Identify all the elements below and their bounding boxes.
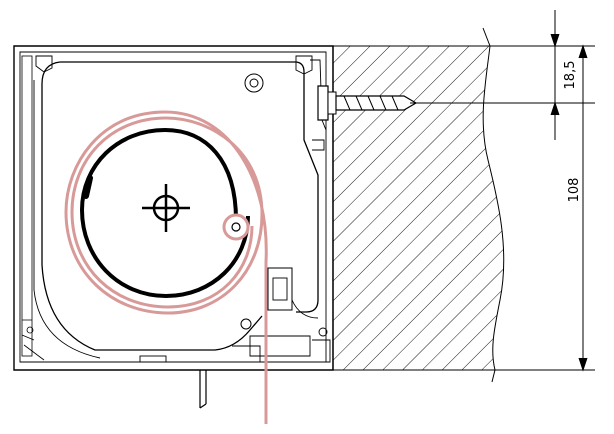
center-axis-crosshair — [142, 184, 190, 232]
belt-drum — [79, 127, 250, 299]
mounting-screw — [317, 85, 418, 121]
spring-hub — [222, 213, 250, 241]
guide-rod — [199, 370, 207, 409]
dimension-lines — [333, 10, 595, 372]
belt-winding — [64, 110, 268, 424]
dimension-top-offset: 18,5 — [563, 61, 578, 90]
wall-break-line — [482, 45, 505, 371]
belt-end-clip — [83, 175, 93, 199]
wall-section — [332, 27, 505, 383]
dimension-total-height: 108 — [567, 178, 582, 203]
